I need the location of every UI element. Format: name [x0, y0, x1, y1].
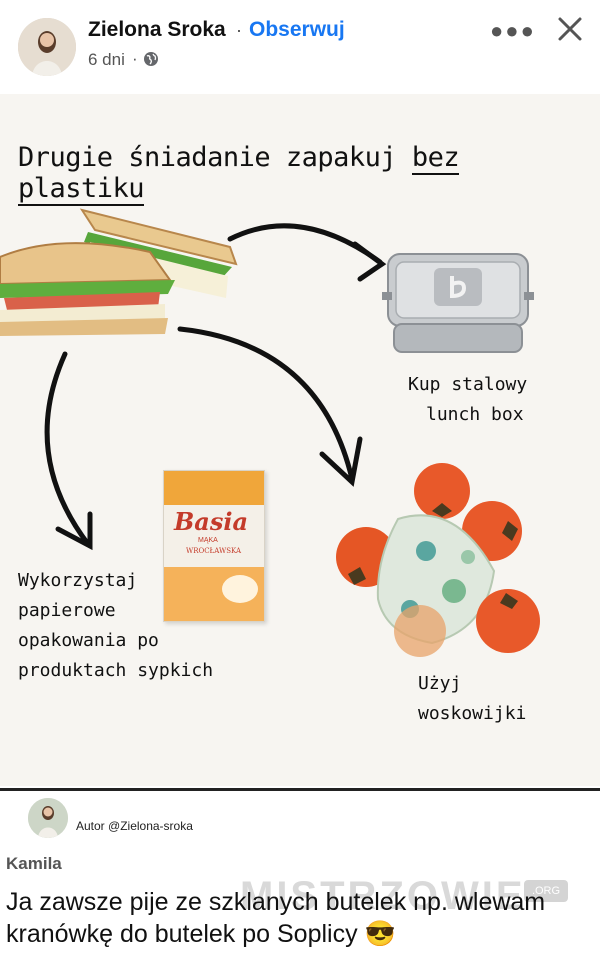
author-name[interactable]: Zielona Sroka	[88, 18, 226, 41]
divider	[0, 788, 600, 791]
author-credit: Autor @Zielona-sroka	[76, 819, 193, 833]
poster-title: Drugie śniadanie zapakuj bez plastiku	[18, 142, 460, 206]
paper-caption-line-1: Wykorzystaj	[18, 570, 138, 591]
watermark-badge: .ORG	[524, 880, 568, 902]
arrows	[44, 223, 387, 551]
paper-caption-line-2: papierowe	[18, 600, 116, 621]
time-separator: ·	[132, 49, 138, 68]
flour-bag-illustration: Basia MĄKA WROCŁAWSKA	[163, 470, 265, 622]
author-credit-row: Autor @Zielona-sroka	[0, 792, 600, 842]
flour-brand: Basia	[174, 507, 249, 536]
wax-caption-line-1: Użyj	[418, 673, 462, 694]
poster-title-underlined: bez plastiku	[18, 142, 460, 206]
follow-button[interactable]: Obserwuj	[249, 18, 345, 41]
lunchbox-illustration	[382, 253, 534, 353]
more-icon[interactable]: ●●●	[490, 18, 536, 43]
watermark: MISTRZOWIE	[240, 874, 526, 918]
close-icon[interactable]	[556, 15, 584, 48]
author-avatar[interactable]	[18, 18, 76, 76]
lunchbox-caption: Kup stalowy lunch box	[408, 370, 527, 430]
post-time[interactable]: 6 dni	[88, 50, 125, 69]
flour-type-1: MĄKA	[198, 537, 218, 544]
globe-icon	[143, 51, 159, 72]
separator-dot: ·	[236, 20, 242, 40]
comment-text: Ja zawsze pije ze szklanych butelek np. …	[6, 888, 546, 948]
wax-caption-line-2: woskowijki	[418, 703, 527, 724]
post-image[interactable]: Drugie śniadanie zapakuj bez plastiku	[0, 94, 600, 786]
paper-caption-line-3: opakowania po	[18, 630, 159, 651]
lunchbox-caption-line-1: Kup stalowy	[408, 374, 528, 395]
post-header: Zielona Sroka · Obserwuj 6 dni · ●●●	[0, 0, 600, 94]
flour-type-2: WROCŁAWSKA	[186, 547, 242, 555]
wax-caption: Użyj woskowijki	[418, 669, 526, 729]
comment: MISTRZOWIE .ORG Kamila Ja zawsze pije ze…	[0, 842, 600, 964]
credit-avatar	[28, 798, 68, 838]
paper-caption-line-4: produktach sypkich	[18, 660, 214, 681]
comment-author[interactable]: Kamila	[6, 854, 62, 873]
lunchbox-caption-line-2: lunch box	[426, 404, 524, 425]
persimmons-illustration	[336, 463, 540, 657]
paper-caption: Wykorzystaj papierowe opakowania po prod…	[18, 566, 213, 686]
sandwich-illustration	[0, 208, 238, 336]
